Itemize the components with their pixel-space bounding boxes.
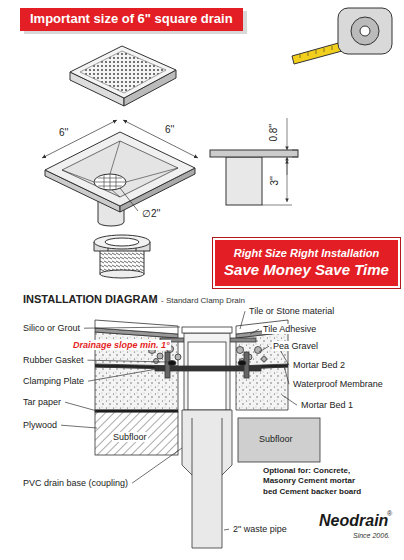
brand-logo: Neodrain (318, 512, 389, 530)
dimension: 6'' (164, 124, 175, 136)
part-label: Rubber Gasket (22, 355, 85, 365)
part-label: Tile Adhesive (262, 324, 317, 334)
part-label: Subfloor (258, 434, 294, 444)
leader-line (240, 311, 245, 329)
part-label: Mortar Bed 2 (292, 360, 346, 370)
trademark: ® (386, 510, 393, 518)
section-subheading: - Standard Clamp Drain (160, 296, 246, 305)
coupling-nut-drawing (94, 235, 150, 278)
leader-line (280, 350, 289, 365)
dimension: 3'' (268, 175, 280, 186)
dimension: ∅2'' (141, 208, 161, 220)
part-label: Plywood (22, 420, 58, 430)
part-label: Subfloor (112, 432, 148, 442)
part-label: Tar paper (22, 397, 62, 407)
leader-line (84, 327, 180, 328)
part-label: 2" waste pipe (232, 524, 288, 534)
part-label: PVC drain base (coupling) (22, 478, 129, 488)
leader-line (282, 395, 297, 405)
part-label: Tile or Stone material (248, 306, 335, 316)
note: Optional for: Concrete, Masonry Cement m… (262, 466, 368, 497)
drain-body-drawing (42, 120, 198, 226)
slogan-heading: Save Money Save Time (223, 260, 390, 280)
part-label: Pea Gravel (272, 341, 319, 351)
leader-line (61, 425, 97, 428)
side-view-drawing (210, 118, 298, 205)
leader-line (132, 448, 182, 483)
slope-note: Drainage slope min. 1° (72, 340, 171, 350)
leader-line (259, 346, 269, 352)
part-label: Mortar Bed 1 (300, 400, 354, 410)
leader-line (65, 402, 97, 411)
brand-tagline: Since 2006. (352, 532, 391, 540)
slogan-line: Right Size Right Installation (223, 246, 390, 260)
tape-measure-icon (292, 8, 392, 64)
dimension: 6'' (58, 127, 69, 139)
leader-line (88, 369, 157, 381)
grate-drawing (70, 46, 176, 106)
slogan-box: Right Size Right InstallationSave Money … (213, 238, 400, 288)
leader-line (224, 529, 229, 531)
part-label: Waterproof Membrane (292, 379, 384, 389)
dimension: 0.8'' (268, 123, 280, 143)
section-heading: INSTALLATION DIAGRAM (22, 293, 159, 306)
cross-section-drawing (95, 320, 320, 548)
title-banner: Important size of 6" square drain (20, 8, 243, 31)
part-label: Silico or Grout (22, 323, 81, 333)
leader-line (88, 360, 167, 362)
leader-line (250, 329, 259, 334)
part-label: Clamping Plate (22, 376, 85, 386)
leader-line (284, 366, 289, 384)
